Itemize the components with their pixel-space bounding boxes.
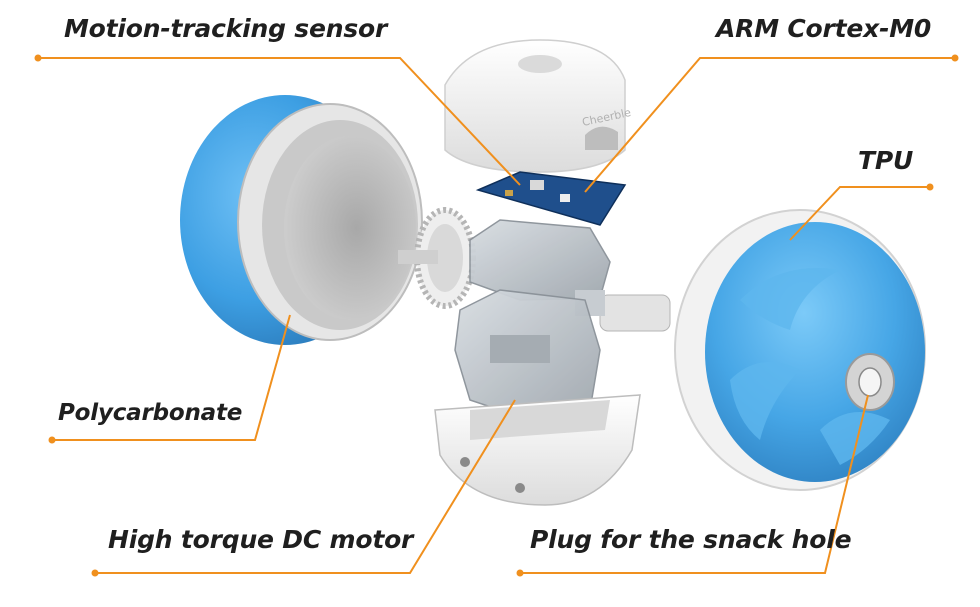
- leader-polycarbonate: [52, 314, 291, 441]
- label-arm-cortex: ARM Cortex-M0: [716, 14, 932, 43]
- bottom-shell: [434, 394, 641, 506]
- leader-dot-motion-sensor: [34, 54, 42, 62]
- lower-housing: [454, 289, 601, 421]
- leader-dot-arm: [951, 54, 959, 62]
- label-snack-plug: Plug for the snack hole: [530, 525, 852, 554]
- leader-tpu: [789, 186, 930, 241]
- left-shell: [180, 95, 423, 345]
- leader-dot-plug: [516, 569, 524, 577]
- label-dc-motor: High torque DC motor: [108, 525, 414, 554]
- leader-motion-sensor: [38, 57, 521, 186]
- leader-arm: [584, 57, 955, 193]
- right-shell: [674, 209, 926, 491]
- leader-dot-polycarbonate: [48, 436, 56, 444]
- leader-plug: [520, 394, 869, 574]
- top-cap: Cheerble: [444, 39, 632, 173]
- upper-housing: [469, 219, 671, 332]
- label-polycarbonate: Polycarbonate: [58, 400, 243, 426]
- label-motion-sensor: Motion-tracking sensor: [64, 14, 388, 43]
- pcb-board: [475, 171, 627, 226]
- leader-lines: [34, 54, 959, 577]
- label-tpu: TPU: [858, 146, 914, 175]
- leader-dot-motor: [91, 569, 99, 577]
- leader-motor: [95, 399, 516, 574]
- leader-dot-tpu: [926, 183, 934, 191]
